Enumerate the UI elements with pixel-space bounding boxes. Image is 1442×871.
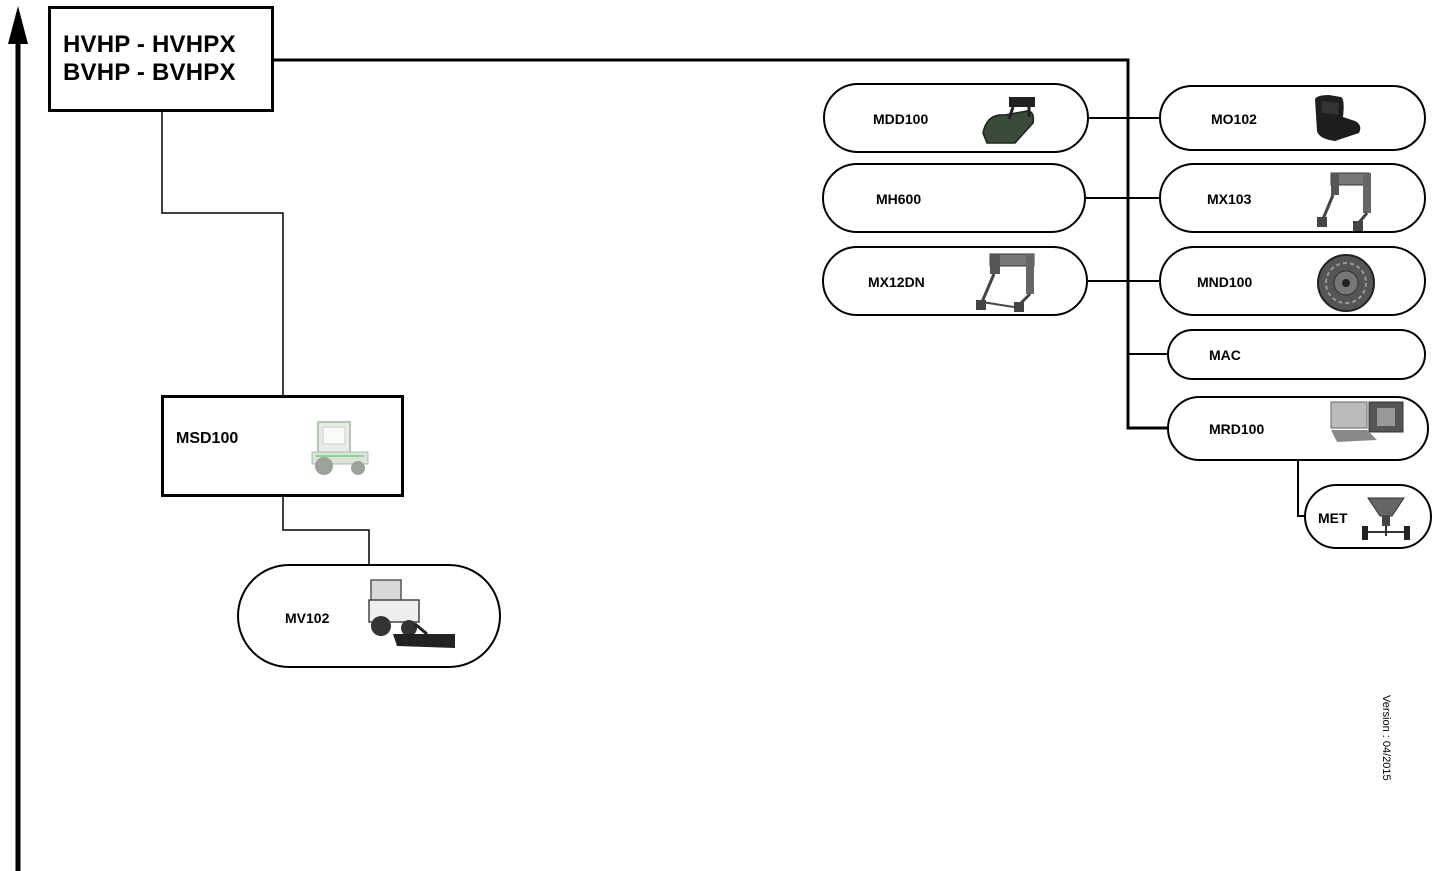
mv102-node: MV102 <box>237 564 501 668</box>
frame-bracket-icon <box>1317 172 1371 231</box>
snow-chain-wheel-icon <box>1317 254 1375 312</box>
root-right-connector <box>274 58 1167 430</box>
version-text: Version : 04/2015 <box>1380 695 1392 781</box>
msd100-mv102-connector <box>282 497 370 565</box>
mx103-label: MX103 <box>1207 191 1252 207</box>
mrd100-label: MRD100 <box>1209 421 1265 437</box>
vertical-arrow-head <box>8 6 28 44</box>
mac-node: MAC <box>1167 329 1426 380</box>
mrd100-met-connector <box>1297 460 1304 517</box>
met-label: MET <box>1318 510 1348 526</box>
mx12dn-node: MX12DN <box>822 246 1088 316</box>
hitch-bracket-icon <box>982 97 1035 144</box>
mv102-label: MV102 <box>285 610 330 626</box>
mdd100-node: MDD100 <box>823 83 1089 153</box>
root-msd100-connector <box>161 112 284 395</box>
seat-icon <box>1315 95 1361 141</box>
rear-hopper-icon <box>1330 401 1404 442</box>
snow-blade-tractor-icon <box>368 579 455 648</box>
frame-bracket-icon <box>976 253 1035 312</box>
mnd100-node: MND100 <box>1159 246 1426 316</box>
msd100-label: MSD100 <box>176 430 239 447</box>
salt-spreader-icon <box>1362 497 1410 540</box>
mh600-label: MH600 <box>876 191 922 207</box>
mdd100-label: MDD100 <box>873 111 929 127</box>
mo102-label: MO102 <box>1211 111 1257 127</box>
root-model-line1: HVHP - HVHPX <box>63 31 236 58</box>
mx103-node: MX103 <box>1159 163 1426 233</box>
mh600-node: MH600 <box>822 163 1086 233</box>
root-model-box: HVHP - HVHPX BVHP - BVHPX <box>48 6 274 112</box>
root-model-line2: BVHP - BVHPX <box>63 59 236 86</box>
mnd100-label: MND100 <box>1197 274 1253 290</box>
mac-label: MAC <box>1209 347 1241 363</box>
mrd100-node: MRD100 <box>1167 396 1429 461</box>
mo102-node: MO102 <box>1159 85 1426 151</box>
mx12dn-label: MX12DN <box>868 274 925 290</box>
msd100-node: MSD100 <box>161 395 404 497</box>
met-node: MET <box>1304 484 1432 549</box>
cab-tractor-icon <box>311 421 369 475</box>
